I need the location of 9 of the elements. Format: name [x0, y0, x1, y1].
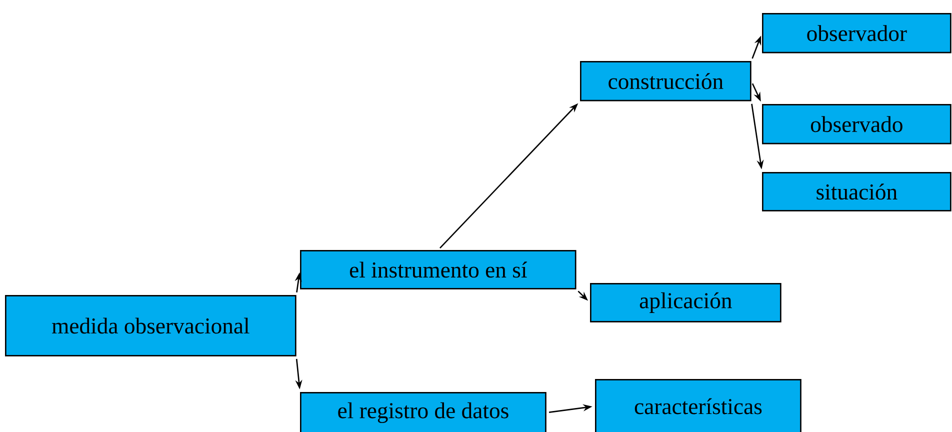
text-box: observador [762, 13, 952, 54]
text-box: el registro de datos [300, 392, 546, 432]
text-box: observado [762, 104, 952, 144]
text-box: el instrumento en sí [300, 250, 576, 290]
text-box: medida observacional [5, 295, 296, 356]
text-box: características [595, 379, 802, 432]
text-box: situación [762, 172, 952, 212]
text-box: construcción [580, 61, 752, 102]
text-box: aplicación [590, 283, 782, 322]
